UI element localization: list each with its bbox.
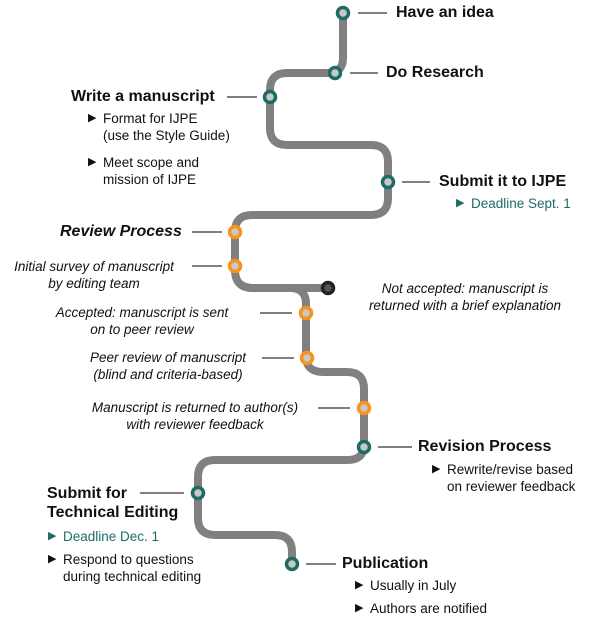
dot-research — [327, 65, 343, 81]
dot-returned — [356, 400, 372, 416]
milestone-dots — [190, 5, 396, 572]
step-revision: Revision Process — [418, 438, 552, 455]
dot-survey — [227, 258, 243, 274]
pub-bullet-1: Usually in July — [355, 577, 456, 594]
step-write: Write a manuscript — [71, 88, 215, 105]
pub-bullet-2: Authors are notified — [355, 600, 487, 617]
dot-submit — [380, 174, 396, 190]
dot-pub — [284, 556, 300, 572]
step-review: Review Process — [60, 223, 182, 240]
step-research: Do Research — [386, 64, 484, 81]
dot-revision — [356, 439, 372, 455]
dot-idea — [335, 5, 351, 21]
step-publication: Publication — [342, 555, 429, 572]
write-bullet-1: Format for IJPE(use the Style Guide) — [88, 110, 230, 144]
dot-write — [262, 89, 278, 105]
dot-peer — [299, 350, 315, 366]
step-peer-review: Peer review of manuscript(blind and crit… — [89, 350, 247, 382]
dot-accepted — [298, 305, 314, 321]
connector-lines — [140, 12, 430, 565]
dot-not-accepted — [320, 280, 336, 296]
step-idea: Have an idea — [396, 4, 494, 21]
track-main — [231, 9, 392, 292]
dot-tech — [190, 485, 206, 501]
dot-review — [227, 224, 243, 240]
submit-deadline: Deadline Sept. 1 — [456, 195, 571, 212]
step-submit: Submit it to IJPE — [439, 173, 567, 190]
step-returned: Manuscript is returned to author(s)with … — [91, 400, 299, 432]
tech-deadline: Deadline Dec. 1 — [48, 528, 159, 545]
